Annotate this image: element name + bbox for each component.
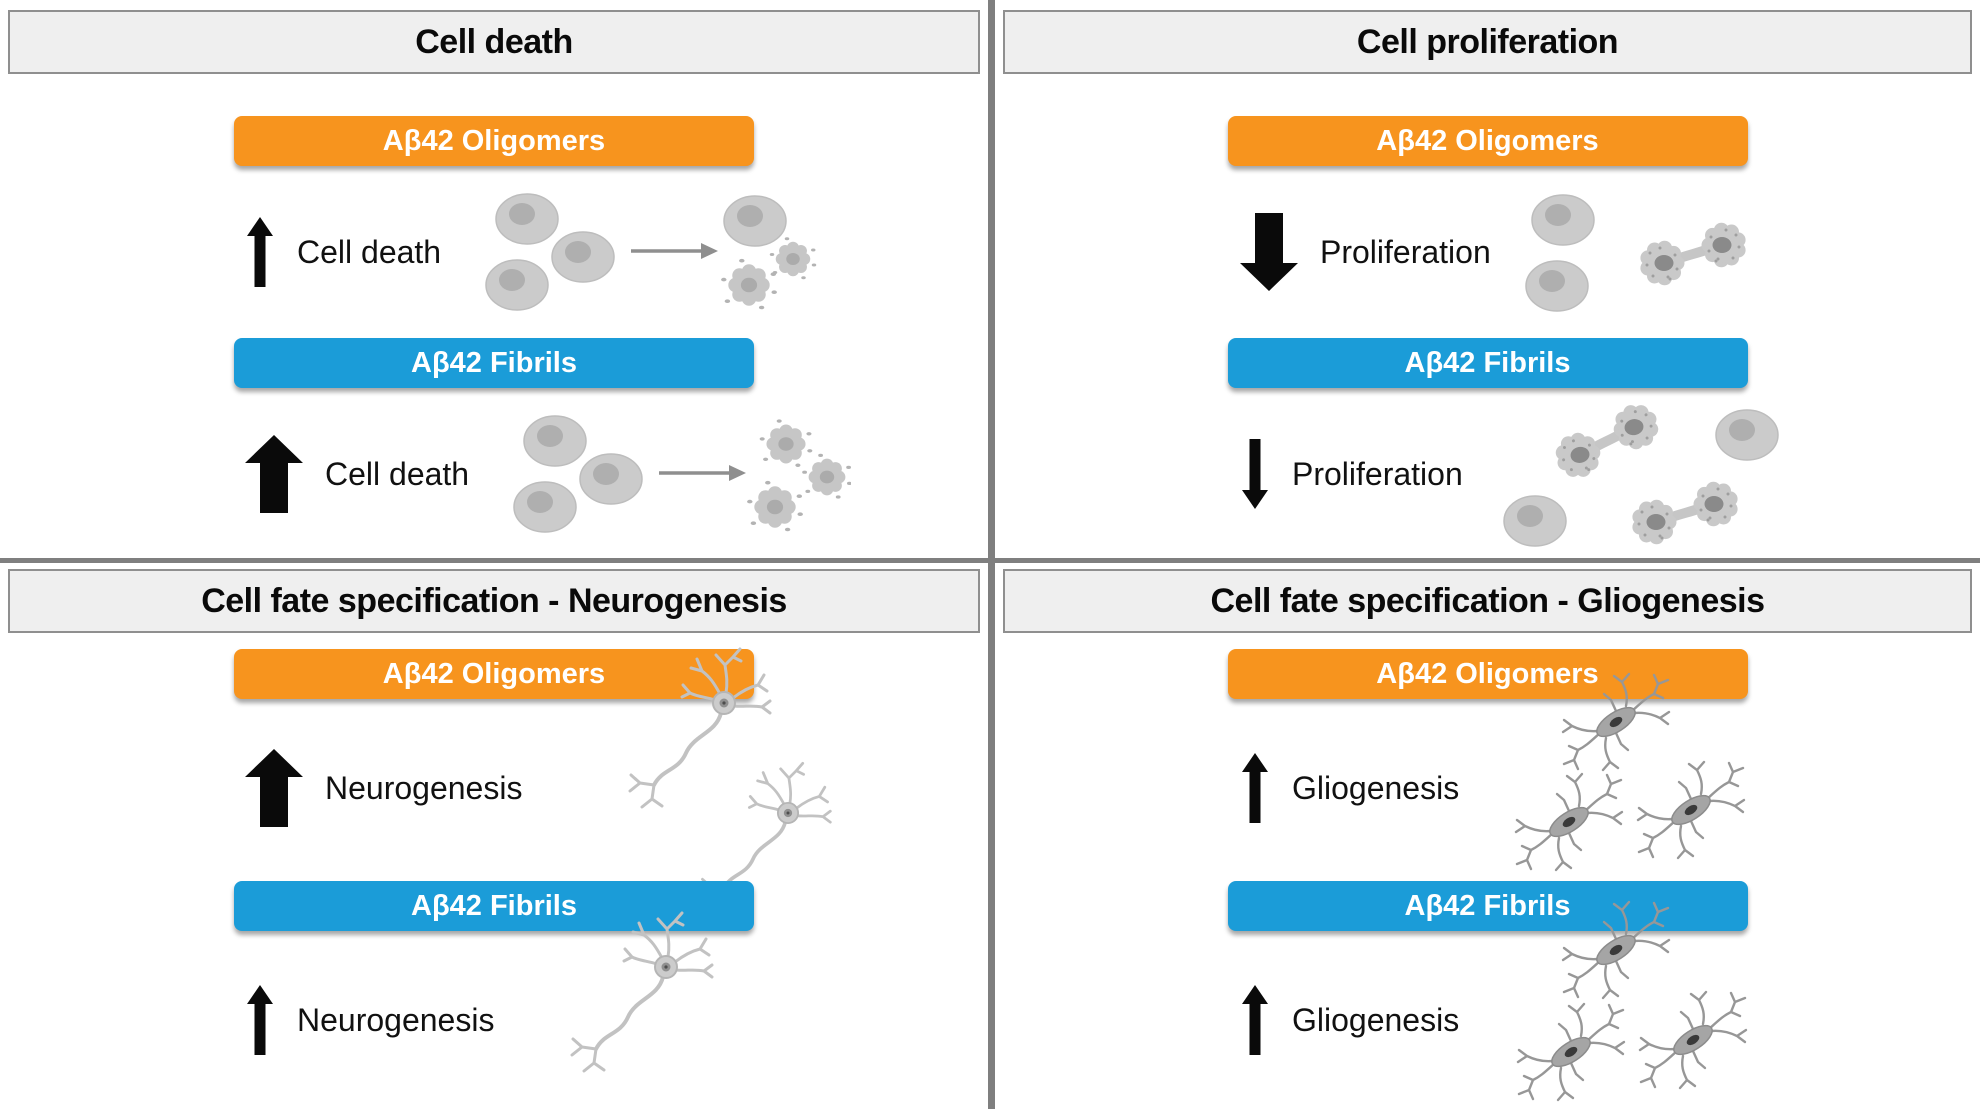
- fibrils-banner: Aβ42 Fibrils: [1227, 338, 1748, 388]
- effect-label: Proliferation: [1292, 455, 1463, 492]
- oligomers-banner: Aβ42 Oligomers: [234, 116, 754, 166]
- effect-label: Cell death: [297, 233, 442, 270]
- effect-row: Proliferation: [1240, 182, 1980, 322]
- down-arrow-small-icon: [1240, 439, 1270, 509]
- up-arrow-small-icon: [1240, 753, 1270, 823]
- proliferation-fibrils-illustration-icon: [1485, 389, 1795, 559]
- vertical-divider: [988, 0, 995, 1109]
- fibrils-banner: Aβ42 Fibrils: [234, 338, 754, 388]
- fibrils-banner: Aβ42 Fibrils: [234, 881, 754, 931]
- effect-label: Proliferation: [1320, 233, 1491, 270]
- effect-label: Gliogenesis: [1292, 769, 1460, 806]
- gliogenesis-oligomers-illustration-icon: [1481, 660, 1771, 890]
- quadrant-cell-death: Cell death Aβ42 Oligomers Cell death Aβ4…: [0, 0, 988, 558]
- quadrant-title: Cell fate specification - Gliogenesis: [1003, 569, 1972, 633]
- oligomers-banner: Aβ42 Oligomers: [234, 649, 754, 699]
- neurogenesis-fibrils-illustration-icon: [516, 907, 746, 1107]
- proliferation-oligomers-illustration-icon: [1513, 182, 1793, 322]
- neurogenesis-oligomers-illustration-icon: [544, 645, 854, 905]
- quadrant-neurogenesis: Cell fate specification - Neurogenesis A…: [0, 563, 988, 1109]
- oligomers-banner: Aβ42 Oligomers: [1227, 649, 1748, 699]
- effect-label: Neurogenesis: [297, 1001, 495, 1038]
- cell-death-oligomers-illustration-icon: [463, 177, 823, 327]
- effect-row: Cell death: [245, 404, 988, 544]
- up-arrow-small-icon: [245, 217, 275, 287]
- up-arrow-large-icon: [245, 749, 303, 827]
- effect-row: Gliogenesis: [1240, 672, 1980, 873]
- horizontal-divider: [0, 558, 1980, 563]
- effect-row: Neurogenesis: [245, 647, 988, 905]
- fibrils-banner: Aβ42 Fibrils: [1227, 881, 1748, 931]
- effect-row: Proliferation: [1240, 404, 1980, 544]
- up-arrow-small-icon: [245, 985, 275, 1055]
- quadrant-title: Cell fate specification - Neurogenesis: [8, 569, 980, 633]
- effect-row: Gliogenesis: [1240, 900, 1980, 1105]
- quadrant-title: Cell proliferation: [1003, 10, 1972, 74]
- gliogenesis-fibrils-illustration-icon: [1481, 892, 1771, 1109]
- effect-label: Cell death: [325, 455, 470, 492]
- effect-label: Neurogenesis: [325, 769, 523, 806]
- effect-label: Gliogenesis: [1292, 1001, 1460, 1038]
- down-arrow-large-icon: [1240, 213, 1298, 291]
- up-arrow-small-icon: [1240, 985, 1270, 1055]
- effect-row: Neurogenesis: [245, 911, 988, 1105]
- quadrant-title: Cell death: [8, 10, 980, 74]
- cell-death-fibrils-illustration-icon: [491, 399, 852, 549]
- oligomers-banner: Aβ42 Oligomers: [1227, 116, 1748, 166]
- quadrant-gliogenesis: Cell fate specification - Gliogenesis Aβ…: [995, 563, 1980, 1109]
- effect-row: Cell death: [245, 182, 988, 322]
- up-arrow-large-icon: [245, 435, 303, 513]
- quadrant-cell-proliferation: Cell proliferation Aβ42 Oligomers Prolif…: [995, 0, 1980, 558]
